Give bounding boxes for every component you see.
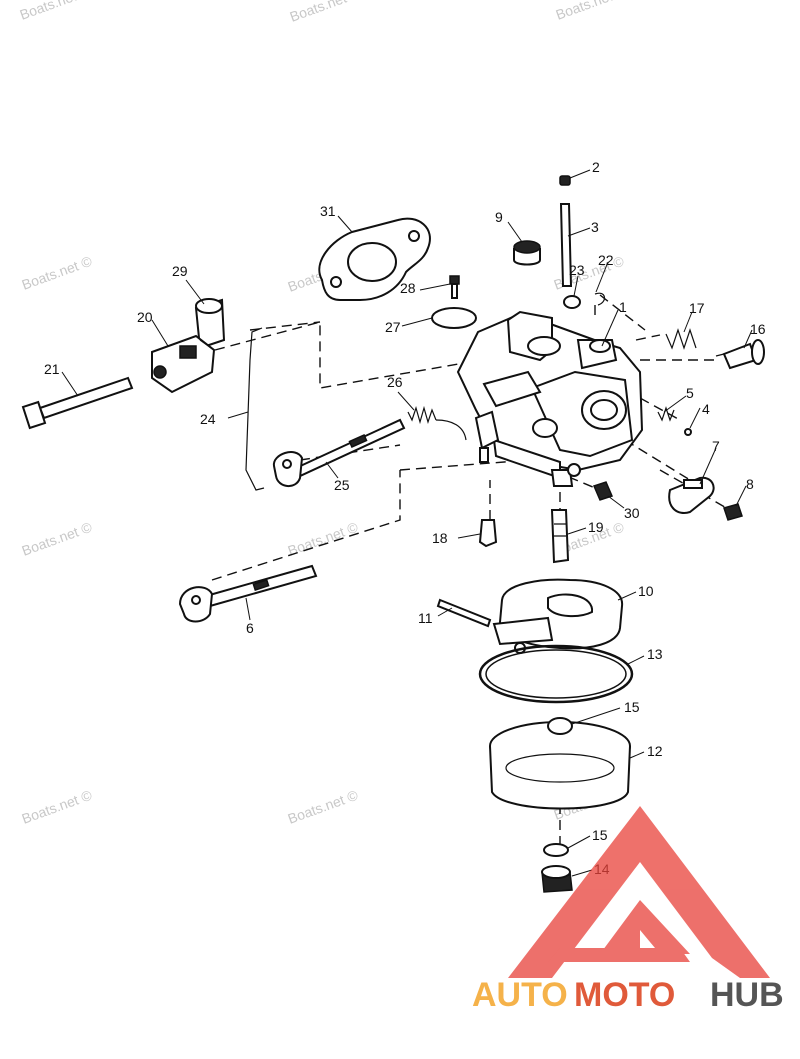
carburetor-body [456, 310, 644, 487]
plug-part [592, 481, 614, 501]
callout-22: 22 [598, 252, 614, 268]
linkage-rod-part [245, 327, 265, 491]
callout-28: 28 [400, 280, 416, 296]
watermark: Boats.net © [288, 0, 363, 25]
callout-7: 7 [712, 438, 720, 454]
callout-5: 5 [686, 385, 694, 401]
gasket-part [318, 217, 431, 301]
callout-23: 23 [569, 262, 585, 278]
callout-15-upper: 15 [624, 699, 640, 715]
adjust-screw-parts [665, 328, 765, 370]
callout-11: 11 [418, 610, 433, 626]
callout-20: 20 [137, 309, 153, 325]
logo-triangle-mark [508, 806, 770, 978]
callout-numbers: 2 3 9 31 22 23 1 28 27 26 29 20 21 24 25… [44, 159, 766, 877]
lever-assembly-part [151, 298, 226, 394]
callout-21: 21 [44, 361, 60, 377]
callout-1: 1 [619, 299, 627, 315]
callout-12: 12 [647, 743, 663, 759]
callout-17: 17 [689, 300, 705, 316]
callout-31: 31 [320, 203, 336, 219]
washer-clip-parts [563, 292, 605, 309]
callout-9: 9 [495, 209, 503, 225]
callout-4: 4 [702, 401, 710, 417]
automotohub-logo: AUTO MOTO HUB [472, 806, 784, 1014]
long-pin-part [21, 376, 134, 430]
callout-19: 19 [588, 519, 604, 535]
callout-15-lower: 15 [592, 827, 608, 843]
float-part [436, 578, 624, 654]
logo-text-hub: HUB [710, 976, 784, 1014]
cap-part [513, 240, 541, 266]
gasket-ring-part [478, 644, 634, 704]
callout-26: 26 [387, 374, 403, 390]
watermark: Boats.net © [554, 0, 629, 23]
callout-18: 18 [432, 530, 448, 546]
callout-16: 16 [750, 321, 766, 337]
logo-text-moto: MOTO [574, 976, 675, 1014]
callout-8: 8 [746, 476, 754, 492]
watermark: Boats.net © [20, 252, 95, 292]
callout-10: 10 [638, 583, 654, 599]
callout-13: 13 [647, 646, 663, 662]
small-spring-ball-parts [657, 406, 692, 436]
callout-2: 2 [592, 159, 600, 175]
callout-30: 30 [624, 505, 640, 521]
callout-24: 24 [200, 411, 216, 427]
callout-25: 25 [334, 477, 350, 493]
rod-part [559, 175, 573, 287]
washer-bolt-parts [541, 843, 573, 893]
callout-3: 3 [591, 219, 599, 235]
watermark: Boats.net © [20, 786, 95, 826]
bracket-screw-parts [668, 476, 743, 521]
watermark: Boats.net © [18, 0, 93, 23]
lower-shaft-part [178, 564, 318, 623]
watermark: Boats.net © [20, 518, 95, 558]
callout-27: 27 [385, 319, 401, 335]
spring-part [407, 405, 467, 441]
logo-text-auto: AUTO [472, 976, 568, 1014]
jet-parts [478, 509, 570, 564]
float-bowl-part [489, 717, 631, 810]
watermark: Boats.net © [286, 786, 361, 826]
callout-6: 6 [246, 620, 254, 636]
callout-29: 29 [172, 263, 188, 279]
screw-disc-parts [431, 275, 477, 329]
leader-lines [61, 169, 753, 877]
throttle-shaft-part [272, 418, 406, 487]
